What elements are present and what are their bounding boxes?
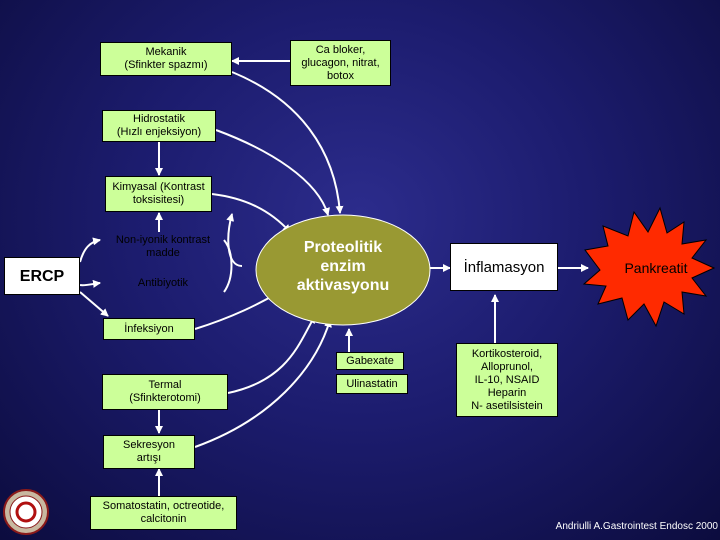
antibiyotik-label: Antibiyotik [137, 277, 189, 289]
ulinastatin-box: Ulinastatin [336, 374, 408, 394]
ercp-box: ERCP [4, 257, 80, 295]
hidrostatik-box: Hidrostatik (Hızlı enjeksiyon) [102, 110, 216, 142]
arrow-ercp-to-infeksiyon [79, 291, 109, 317]
proteolitik-ellipse [255, 214, 431, 326]
pankreatit-burst [582, 206, 716, 328]
gabexate-box: Gabexate [336, 352, 404, 370]
termal-box: Termal (Sfinkterotomi) [102, 374, 228, 410]
inflamasyon-box: İnflamasyon [450, 243, 558, 291]
infeksiyon-box: İnfeksiyon [103, 318, 195, 340]
non-iyonik-label: Non-iyonik kontrast madde [115, 234, 211, 259]
arrow-ercp-to-antibiyotik [79, 279, 101, 288]
arrow-ercp-to-non-iyonik [79, 237, 101, 263]
arrow-sekresyon-to-enzim [194, 319, 332, 448]
university-seal-logo [3, 489, 49, 535]
somatostatin-box: Somatostatin, octreotide, calcitonin [90, 496, 237, 530]
ca-bloker-box: Ca bloker, glucagon, nitrat, botox [290, 40, 391, 86]
mekanik-box: Mekanik (Sfinkter spazmı) [100, 42, 232, 76]
sekresyon-box: Sekresyon artışı [103, 435, 195, 469]
citation: Andriulli A.Gastrointest Endosc 2000 [555, 521, 718, 532]
proteolitik-label: Proteolitik enzim aktivasyonu [296, 239, 390, 294]
arrow-termal-to-enzim [227, 315, 316, 394]
kimyasal-box: Kimyasal (Kontrast toksisitesi) [105, 176, 212, 212]
arrow-mekanik-to-enzim [231, 71, 344, 214]
arrow-kimyasal-to-enzim [211, 193, 291, 233]
kortiko-box: Kortikosteroid, Alloprunol, IL-10, NSAID… [456, 343, 558, 417]
arrow-hidrostatik-to-enzim [215, 129, 330, 216]
pankreatit-label: Pankreatit [624, 260, 688, 276]
